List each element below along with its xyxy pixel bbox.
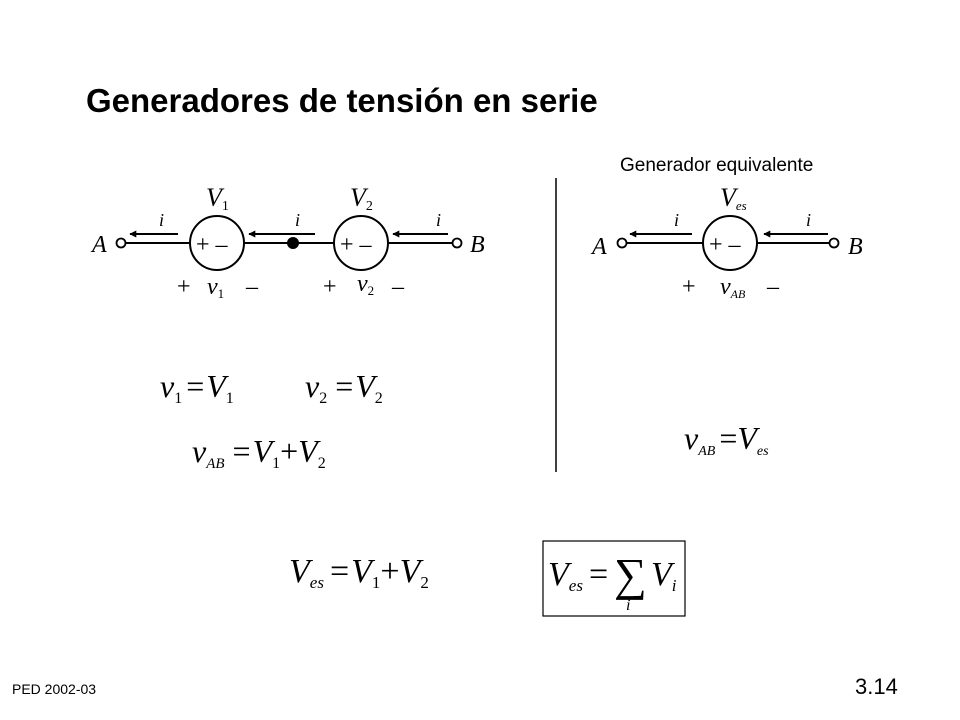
v1-plus: + — [177, 274, 191, 300]
source-1-polarity: + – — [196, 232, 229, 258]
equivalent-voltage-source — [702, 215, 758, 271]
equation-ves-lhs: Ves= — [548, 556, 608, 595]
vab-label: vAB — [720, 274, 746, 301]
equivalent-source-polarity: + – — [709, 232, 742, 258]
node-b-label: B — [470, 232, 485, 258]
current-label: i — [159, 210, 164, 230]
v1-label: v1 — [207, 274, 224, 301]
terminal-a — [616, 237, 628, 249]
equation-vab-sum: vAB=V1+V2 — [192, 433, 326, 472]
equation-v1: v1=V1 — [160, 368, 234, 407]
right-circuit: i i A B + – Ves + vAB – — [590, 183, 863, 301]
v2-minus: – — [391, 274, 405, 300]
terminal-b — [451, 237, 463, 249]
voltage-source-2 — [333, 215, 389, 271]
summation-symbol: ∑ — [614, 549, 647, 600]
node-a-label: A — [590, 234, 607, 260]
source-2-label: V2 — [350, 183, 373, 214]
voltage-source-1 — [189, 215, 245, 271]
junction-dot — [287, 237, 299, 249]
terminal-a — [115, 237, 127, 249]
current-label: i — [806, 210, 811, 230]
node-b-label: B — [848, 234, 863, 260]
current-label: i — [674, 210, 679, 230]
page-number: 3.14 — [855, 674, 898, 699]
current-label: i — [436, 210, 441, 230]
source-1-label: V1 — [206, 183, 229, 214]
v2-label: v2 — [357, 271, 374, 298]
equation-vab-ves: vAB=Ves — [684, 420, 769, 459]
boxed-summation-equation: Ves= ∑ i Vi — [542, 540, 686, 617]
node-a-label: A — [90, 232, 107, 258]
summation-index: i — [626, 597, 630, 614]
left-circuit: i i i A B + – + – V1 V2 + v1 – + v2 – — [90, 183, 485, 301]
equation-box — [542, 540, 686, 617]
v2-plus: + — [323, 274, 337, 300]
terminal-b — [828, 237, 840, 249]
source-2-polarity: + – — [340, 232, 373, 258]
equivalent-generator-label: Generador equivalente — [620, 155, 814, 176]
current-label: i — [295, 210, 300, 230]
equivalent-source-label: Ves — [720, 183, 747, 213]
footer-course-label: PED 2002-03 — [12, 681, 97, 697]
equation-v2: v2=V2 — [305, 368, 383, 407]
vab-plus: + — [682, 274, 696, 300]
summation-term: Vi — [651, 556, 677, 595]
equation-ves-sum: Ves=V1+V2 — [289, 553, 429, 592]
vab-minus: – — [766, 274, 780, 300]
slide-title: Generadores de tensión en serie — [86, 82, 598, 119]
v1-minus: – — [245, 274, 259, 300]
